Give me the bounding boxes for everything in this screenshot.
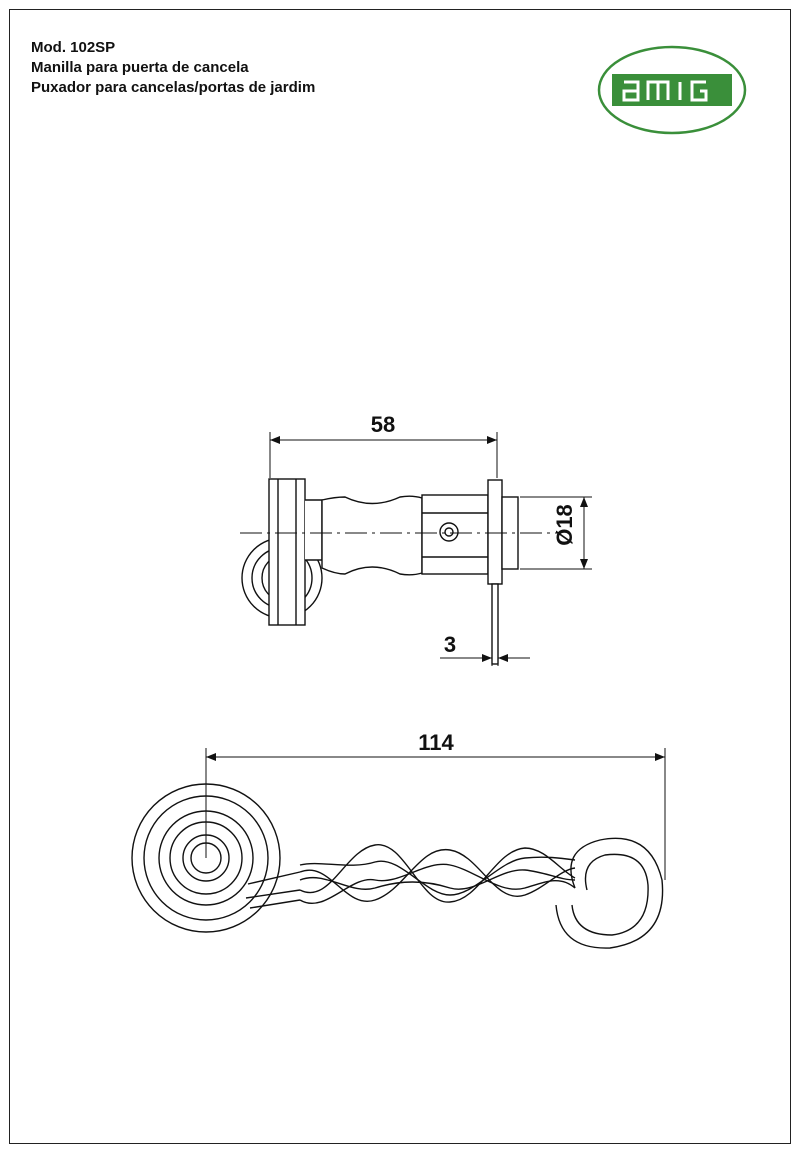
side-view xyxy=(241,478,519,665)
description-spanish: Manilla para puerta de cancela xyxy=(31,59,249,76)
dimension-label-114: 114 xyxy=(418,730,454,755)
amig-logo-icon: amig xyxy=(597,45,747,135)
dimension-114 xyxy=(205,748,666,880)
dimension-label-diameter: Ø18 xyxy=(552,504,577,546)
description-portuguese: Puxador para cancelas/portas de jardim xyxy=(31,79,316,96)
dimension-diameter-18 xyxy=(520,496,592,570)
dimension-label-58: 58 xyxy=(371,412,395,437)
dimension-58 xyxy=(269,432,498,478)
title-block: Mod. 102SP Manilla para puerta de cancel… xyxy=(31,38,315,98)
model-title: Mod. 102SP xyxy=(31,39,116,56)
dimension-label-3: 3 xyxy=(444,632,456,657)
front-view xyxy=(131,783,664,949)
dimension-3 xyxy=(440,600,530,666)
drawing-sheet-border xyxy=(9,9,791,1144)
